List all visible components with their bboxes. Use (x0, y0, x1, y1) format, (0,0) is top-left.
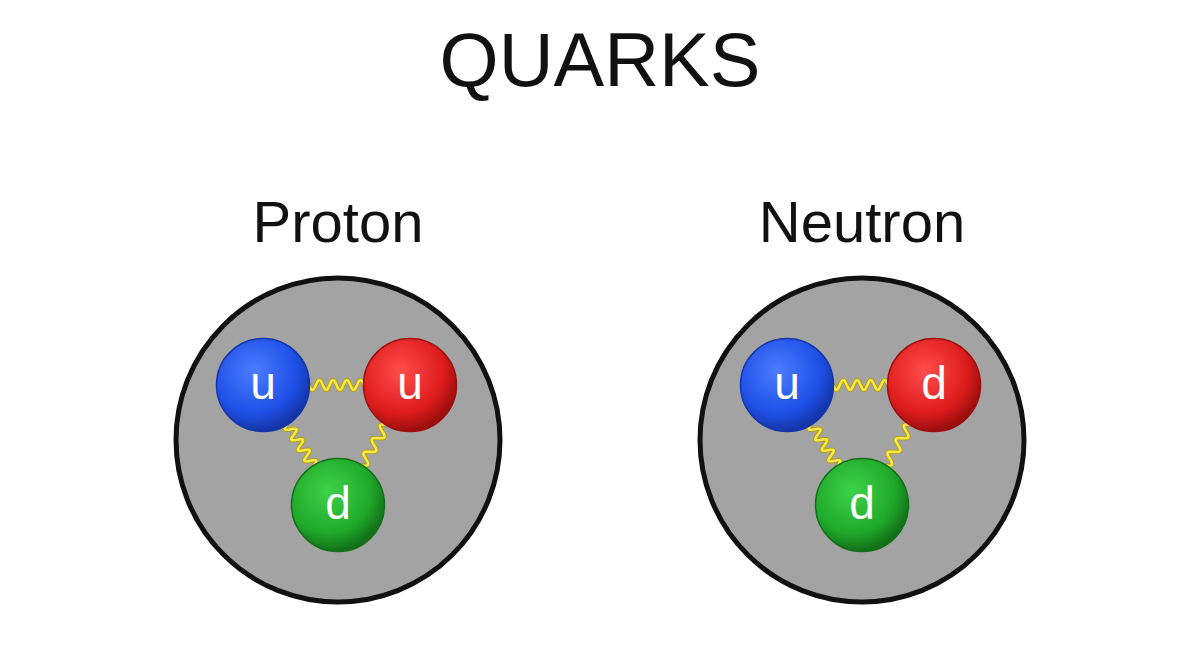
particle-circle: Protonuud (173, 190, 503, 605)
quark-circle: d (290, 457, 386, 553)
quark-circle: u (215, 337, 311, 433)
quark-circle: d (814, 457, 910, 553)
quark-circle: u (362, 337, 458, 433)
quark-label: u (739, 337, 835, 433)
particle-circle: Neutronudd (697, 190, 1027, 605)
quark-label: d (886, 337, 982, 433)
particle-heading: Neutron (657, 190, 1067, 254)
quark-circle: u (739, 337, 835, 433)
particle-heading: Proton (133, 190, 543, 254)
quark-label: u (362, 337, 458, 433)
quark-label: d (290, 457, 386, 553)
quark-label: u (215, 337, 311, 433)
diagram-title: QUARKS (0, 18, 1200, 102)
quark-circle: d (886, 337, 982, 433)
quark-label: d (814, 457, 910, 553)
